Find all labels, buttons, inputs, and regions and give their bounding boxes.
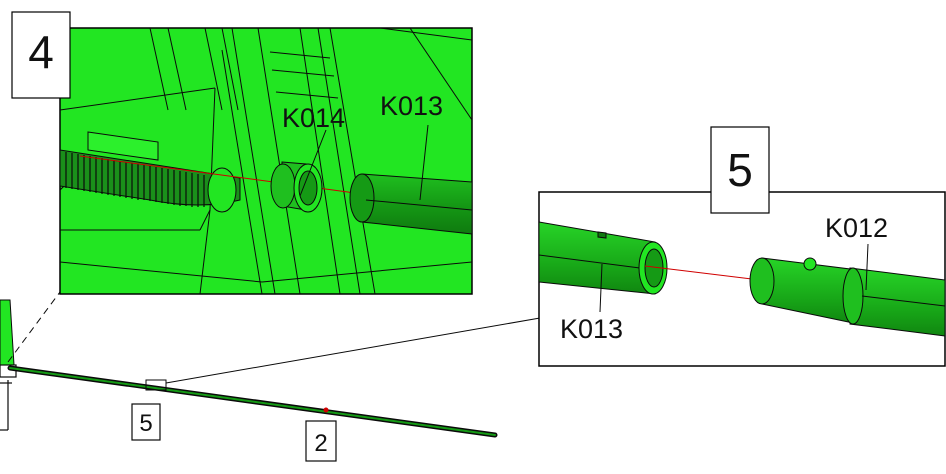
overview-joint-mark bbox=[323, 407, 329, 413]
detail-view-5: K012 K013 bbox=[538, 191, 946, 367]
overview-callout-5: 5 bbox=[131, 403, 161, 441]
overview-panel-fragment bbox=[0, 299, 15, 373]
step-4-number: 4 bbox=[28, 26, 54, 78]
step-5-number: 5 bbox=[727, 144, 753, 196]
detail-4-label-k013: K013 bbox=[380, 91, 443, 121]
detail-5-label-k012: K012 bbox=[825, 213, 888, 243]
overview-callout-2-label: 2 bbox=[314, 430, 327, 457]
detail-4-leader bbox=[7, 291, 61, 363]
detail-4-bushing bbox=[270, 161, 323, 213]
detail-5-label-k013: K013 bbox=[560, 314, 623, 344]
detail-4-threaded-shaft bbox=[60, 131, 241, 213]
detail-5-axis bbox=[644, 265, 761, 281]
step-5-callout: 5 bbox=[710, 126, 770, 214]
detail-4-label-k014: K014 bbox=[282, 103, 345, 133]
detail-4-rod bbox=[349, 173, 472, 235]
detail-view-4: K014 K013 bbox=[59, 27, 473, 295]
overview-callout-2: 2 bbox=[305, 420, 337, 462]
detail-5-tube bbox=[539, 221, 668, 295]
overview-callout-5-label: 5 bbox=[139, 410, 152, 437]
detail-5-shaft bbox=[749, 257, 945, 337]
detail-5-leader bbox=[165, 317, 541, 384]
overview-assembly bbox=[0, 291, 541, 438]
step-4-callout: 4 bbox=[11, 11, 71, 99]
overview-detail-box bbox=[145, 379, 167, 391]
